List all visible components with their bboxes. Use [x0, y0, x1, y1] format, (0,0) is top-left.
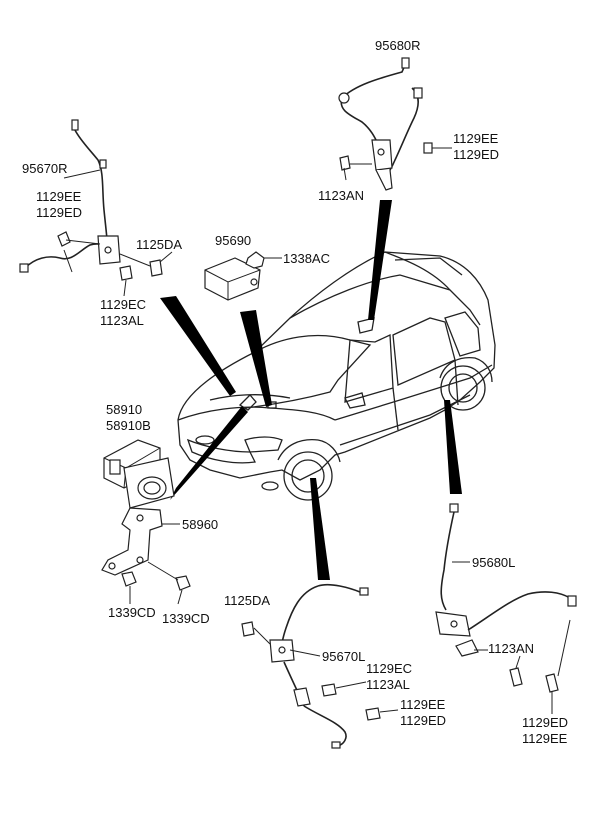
hecu-bracket	[101, 507, 191, 605]
pointer-airbag	[240, 310, 272, 407]
pointer-front-left	[310, 478, 330, 580]
front-right-wheel-sensor	[19, 119, 173, 297]
pointer-rear-right	[368, 200, 392, 320]
hecu-unit	[103, 439, 175, 509]
label-1129EE-left: 1129EE	[36, 189, 82, 204]
label-1129ED-top-right: 1129ED	[453, 147, 499, 162]
pointer-hecu	[170, 406, 248, 500]
label-1129EC-bottom: 1129EC	[366, 661, 412, 676]
label-1123AL-left: 1123AL	[100, 313, 144, 328]
label-1129EE-top-right: 1129EE	[453, 131, 499, 146]
label-58960: 58960	[182, 517, 218, 532]
rear-left-wheel-sensor	[435, 503, 577, 714]
label-95670R: 95670R	[22, 161, 68, 176]
label-1339CD-a: 1339CD	[108, 605, 156, 620]
label-1123AN-top-right: 1123AN	[318, 188, 364, 203]
rear-right-wheel-sensor	[338, 57, 452, 191]
label-95680L: 95680L	[472, 555, 515, 570]
label-95670L: 95670L	[322, 649, 365, 664]
label-1129EE-bottom: 1129EE	[400, 697, 446, 712]
part-labels: 95680R 1129EE 1129ED 1123AN 95670R 1129E…	[22, 38, 568, 746]
label-58910: 58910	[106, 402, 142, 417]
label-95690: 95690	[215, 233, 251, 248]
label-1129EE-bottom-right: 1129EE	[522, 731, 568, 746]
pointer-front-right	[160, 296, 236, 396]
label-58910B: 58910B	[106, 418, 151, 433]
label-95680R: 95680R	[375, 38, 421, 53]
label-1129ED-bottom-right: 1129ED	[522, 715, 568, 730]
front-left-wheel-sensor	[241, 583, 399, 749]
car-illustration	[177, 251, 496, 501]
acu-module	[204, 251, 282, 301]
label-1123AL-bottom: 1123AL	[366, 677, 410, 692]
label-1129ED-bottom: 1129ED	[400, 713, 446, 728]
label-1338AC: 1338AC	[283, 251, 330, 266]
label-1339CD-b: 1339CD	[162, 611, 210, 626]
label-1129EC-left: 1129EC	[100, 297, 146, 312]
label-1129ED-left: 1129ED	[36, 205, 82, 220]
label-1125DA-bottom: 1125DA	[224, 593, 270, 608]
pointer-wedges	[160, 200, 462, 580]
label-1125DA-left: 1125DA	[136, 237, 182, 252]
pointer-rear-left	[444, 400, 462, 494]
label-1123AN-bottom-right: 1123AN	[488, 641, 534, 656]
